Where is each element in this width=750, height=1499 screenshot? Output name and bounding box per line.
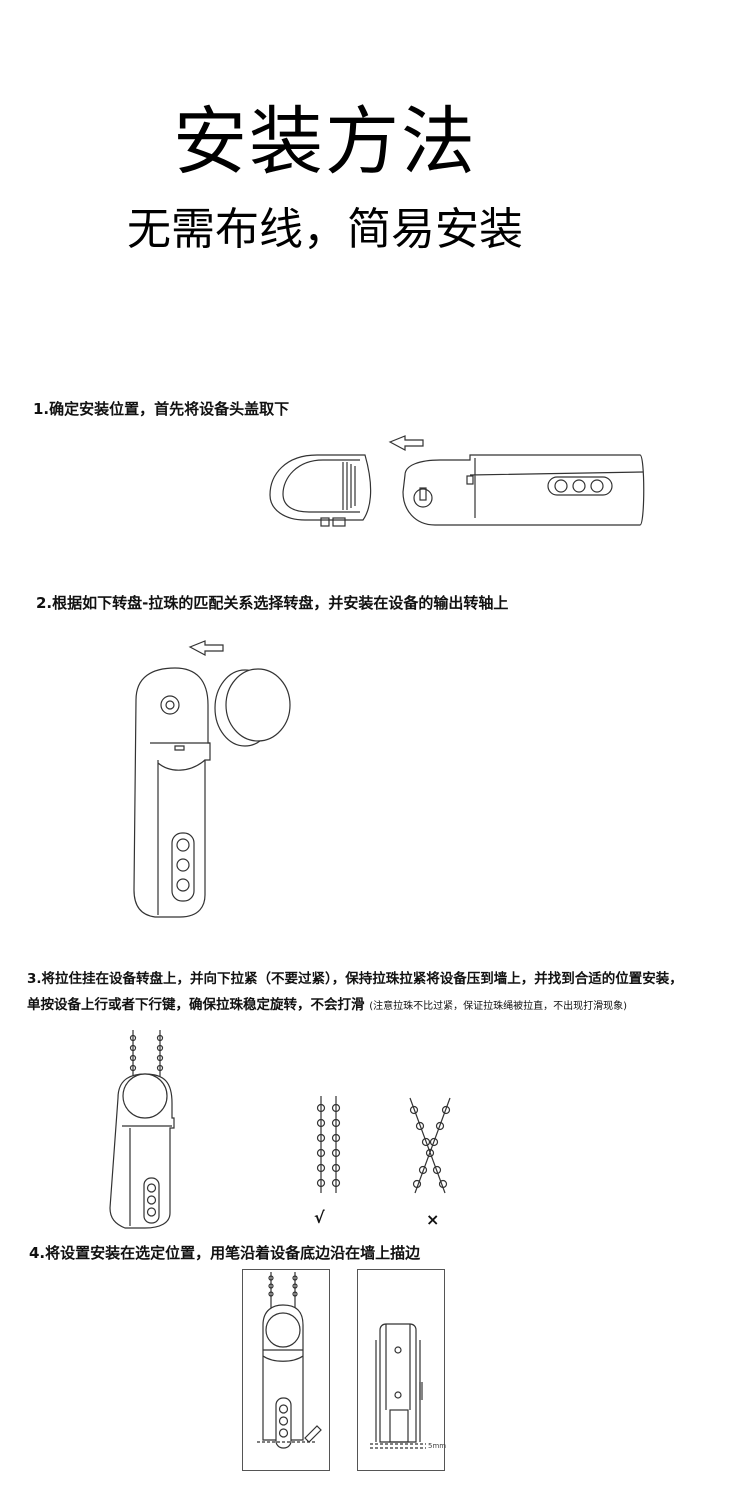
step-4-text: 4.将设置安装在选定位置，用笔沿着设备底边沿在墙上描边 [29, 1244, 421, 1262]
wrong-mark: × [426, 1210, 440, 1229]
button-panel [547, 476, 613, 496]
step-2-illustration [133, 640, 291, 918]
measurement-label: 5mm [428, 1442, 447, 1450]
left-arrow-button-icon [554, 479, 568, 493]
right-arrow-button-icon [590, 479, 604, 493]
arrow-left-icon [188, 640, 224, 656]
page-subtitle: 无需布线，简易安装 [127, 204, 523, 255]
step-3-note: (注意拉珠不比过紧，保证拉珠绳被拉直，不出现打滑现象) [369, 1001, 628, 1012]
step-3-text: 3.将拉住挂在设备转盘上，并向下拉紧（不要过紧），保持拉珠拉紧将设备压到墙上，并… [27, 966, 683, 1020]
step-4-frame-left [242, 1269, 330, 1471]
step-3-illustration [109, 1030, 451, 1229]
step-2-text: 2.根据如下转盘-拉珠的匹配关系选择转盘，并安装在设备的输出转轴上 [36, 594, 509, 612]
step-3-line-1: 3.将拉住挂在设备转盘上，并向下拉紧（不要过紧），保持拉珠拉紧将设备压到墙上，并… [27, 971, 683, 987]
step-3-line-2: 单按设备上行或者下行键，确保拉珠稳定旋转，不会打滑 [27, 997, 365, 1013]
up-button-icon [176, 838, 190, 852]
pencil-icon [304, 1425, 322, 1443]
correct-chain-icon [316, 1096, 341, 1193]
step-1-text: 1.确定安装位置，首先将设备头盖取下 [33, 400, 290, 418]
step-1-illustration [269, 435, 645, 527]
step-4-frame-right: 5mm [357, 1269, 447, 1471]
arrow-left-icon [388, 435, 424, 451]
correct-mark: √ [314, 1208, 325, 1227]
crossed-chain-icon [409, 1097, 451, 1194]
pause-button-icon [572, 479, 586, 493]
pause-button-icon [176, 858, 190, 872]
down-button-icon [176, 878, 190, 892]
page-title: 安装方法 [173, 99, 477, 185]
